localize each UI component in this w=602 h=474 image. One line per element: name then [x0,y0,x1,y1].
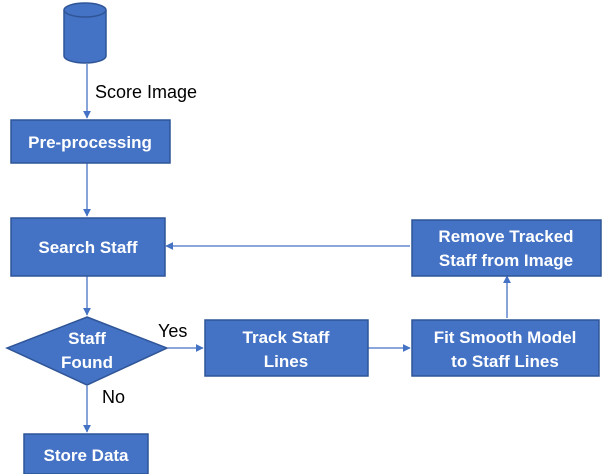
score-image-label: Score Image [95,82,197,102]
svg-text:Lines: Lines [264,352,308,371]
preprocessing-box: Pre-processing [10,119,171,164]
svg-text:Search Staff: Search Staff [38,238,138,257]
fit-smooth-model-box: Fit Smooth Model to Staff Lines [411,319,600,377]
staff-found-decision: Staff Found [5,316,169,386]
svg-text:Staff: Staff [68,329,106,348]
svg-text:Store Data: Store Data [43,446,129,465]
svg-text:Found: Found [61,353,113,372]
svg-text:Pre-processing: Pre-processing [28,133,152,152]
track-staff-lines-box: Track Staff Lines [204,319,369,377]
yes-label: Yes [158,321,187,341]
svg-text:Track Staff: Track Staff [243,328,330,347]
search-staff-box: Search Staff [10,217,166,277]
database-icon [63,2,107,64]
svg-text:Fit Smooth Model: Fit Smooth Model [434,328,577,347]
store-data-box: Store Data [23,433,149,474]
no-label: No [102,387,125,407]
svg-text:Staff from Image: Staff from Image [439,251,573,270]
svg-text:to Staff Lines: to Staff Lines [451,352,559,371]
remove-tracked-staff-box: Remove Tracked Staff from Image [411,219,602,277]
svg-text:Remove Tracked: Remove Tracked [438,227,573,246]
